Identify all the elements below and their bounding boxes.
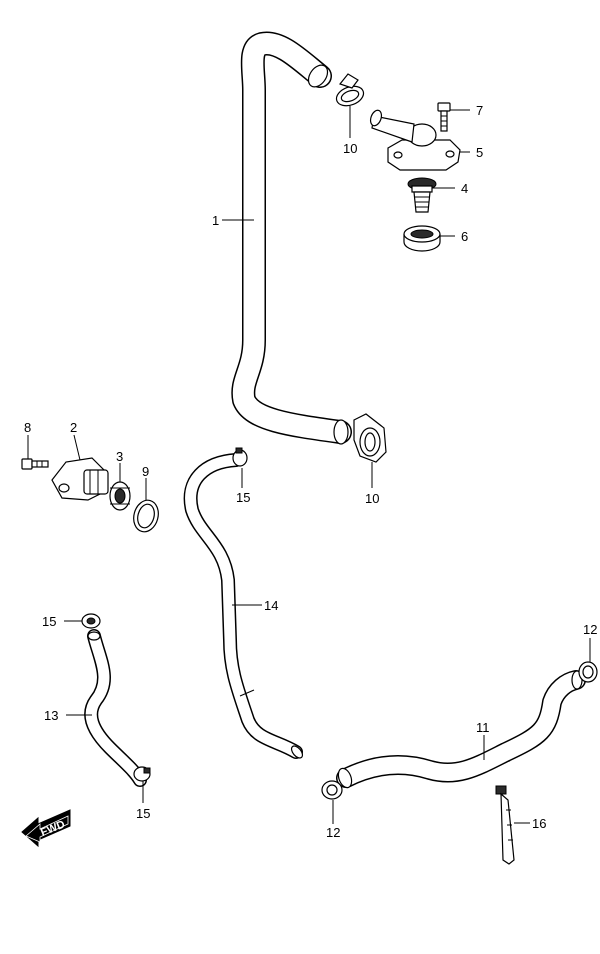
bolt-8	[21, 458, 49, 470]
seal-6	[403, 225, 441, 252]
callout-16: 16	[532, 816, 546, 831]
callout-8: 8	[24, 420, 31, 435]
hose-clip-15-upper	[232, 447, 248, 467]
hose-1	[231, 31, 352, 445]
leader-lines	[27, 106, 591, 824]
callout-10-bottom: 10	[365, 491, 379, 506]
o-ring-9	[133, 499, 159, 533]
hose-clip-10-bottom	[353, 413, 387, 463]
hose-14	[183, 453, 304, 759]
callout-6: 6	[461, 229, 468, 244]
fwd-arrow-marker: FWD	[21, 809, 71, 848]
callout-15-bottom: 15	[136, 806, 150, 821]
callout-13: 13	[44, 708, 58, 723]
hose-13	[84, 629, 147, 787]
callout-9: 9	[142, 464, 149, 479]
callout-11: 11	[476, 720, 490, 735]
hose-clip-15-bottom	[133, 766, 151, 782]
hose-clip-15-left	[81, 613, 101, 629]
callout-7: 7	[476, 103, 483, 118]
hose-clip-12-left	[321, 780, 343, 800]
cable-tie-16	[495, 785, 515, 865]
callout-5: 5	[476, 145, 483, 160]
hose-clip-10-top	[335, 73, 365, 107]
callout-15-upper: 15	[236, 490, 250, 505]
housing-2	[51, 457, 109, 501]
callout-12-right: 12	[583, 622, 597, 637]
bolt-7	[437, 102, 451, 132]
callout-3: 3	[116, 449, 123, 464]
callout-10-top: 10	[343, 141, 357, 156]
callout-4: 4	[461, 181, 468, 196]
thermostat-4	[407, 177, 437, 213]
callout-2: 2	[70, 420, 77, 435]
callout-12-left: 12	[326, 825, 340, 840]
callout-15-left: 15	[42, 614, 56, 629]
thermostat-cover-5	[369, 109, 461, 171]
hose-11	[336, 670, 586, 789]
callout-1: 1	[212, 213, 219, 228]
callout-14: 14	[264, 598, 278, 613]
part-3	[109, 481, 131, 511]
callout-labels: 1 2 3 4 5 6 7 8 9 10 10 11 12 12 13 14 1…	[24, 103, 597, 840]
hose-clip-12-right	[578, 661, 598, 683]
